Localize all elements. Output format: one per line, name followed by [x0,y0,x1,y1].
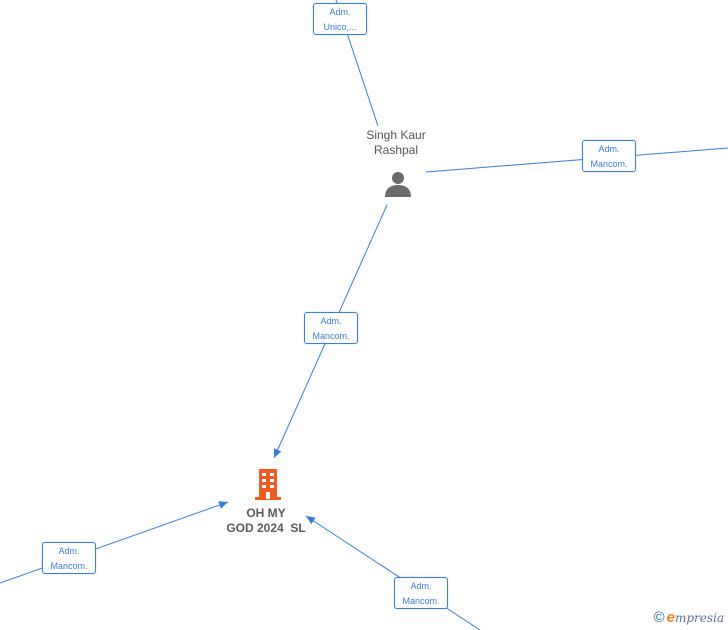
person-icon[interactable] [384,170,412,198]
edge-left [0,501,229,584]
company-name[interactable]: OH MY GOD 2024 SL [211,506,321,536]
relation-middle-line2: Mancom. [312,331,350,341]
brand-rest: mpresia [674,611,724,625]
person-name-line1: Singh Kaur [366,128,426,142]
building-icon[interactable] [252,467,284,501]
relation-box-left[interactable]: Adm. Mancom. [42,542,96,574]
relation-bottom-line2: Mancom. [402,596,440,606]
edge-bottom [305,515,481,630]
relation-box-middle[interactable]: Adm. Mancom. [304,312,358,344]
brand-e: e [666,609,675,626]
relation-box-right[interactable]: Adm. Mancom. [582,140,636,172]
relation-top-line1: Adm. [329,7,351,17]
person-name[interactable]: Singh Kaur Rashpal [341,128,451,158]
empresia-logo[interactable]: ©empresia [654,609,724,626]
relation-right-line2: Mancom. [590,159,628,169]
relation-left-line2: Mancom. [50,561,88,571]
edge-right [425,147,728,173]
relation-bottom-line1: Adm. [410,581,432,591]
copyright-icon: © [653,609,665,626]
relation-top-line2: Unico,... [323,22,357,32]
relation-right-line1: Adm. [598,144,620,154]
relation-box-top[interactable]: Adm. Unico,... [313,3,367,35]
relation-left-line1: Adm. [58,546,80,556]
person-name-line2: Rashpal [373,143,419,157]
company-name-line2: GOD 2024 SL [226,521,306,535]
relation-middle-line1: Adm. [320,316,342,326]
relation-box-bottom[interactable]: Adm. Mancom. [394,577,448,609]
company-name-line1: OH MY [246,506,286,520]
